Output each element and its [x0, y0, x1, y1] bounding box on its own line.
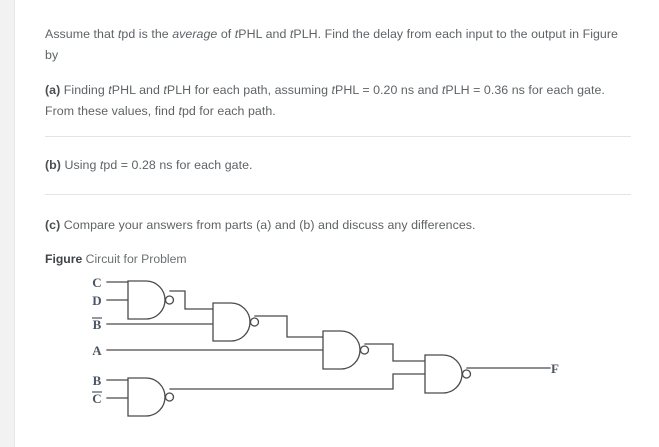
gate-nand-5 — [127, 377, 166, 417]
gate-nand-1 — [127, 280, 166, 320]
gate-nand-5-bubble — [164, 392, 175, 402]
part-b-label: (b) — [45, 158, 61, 172]
content-card: Assume that tpd is the average of tPHL a… — [14, 0, 659, 447]
gate-nand-1-bubble — [164, 295, 175, 305]
intro-paragraph: Assume that tpd is the average of tPHL a… — [45, 24, 631, 66]
input-label-b-bar-2: B — [93, 317, 102, 332]
part-c-label: (c) — [45, 218, 61, 232]
divider-1 — [45, 136, 631, 137]
gate-nand-2-bubble — [249, 317, 260, 327]
gate-nand-2 — [212, 302, 251, 342]
part-c-paragraph: (c) Compare your answers from parts (a) … — [45, 215, 631, 236]
circuit-gates — [127, 280, 472, 417]
part-c-text: Compare your answers from parts (a) and … — [60, 218, 476, 232]
input-label-b-4: B — [93, 373, 102, 388]
part-b-paragraph: (b) Using tpd = 0.28 ns for each gate. — [45, 155, 631, 176]
part-a-paragraph: (a) Finding tPHL and tPLH for each path,… — [45, 80, 631, 122]
gate-nand-3 — [322, 330, 361, 370]
wire-g3-to-g4 — [364, 343, 426, 362]
gate-nand-4 — [424, 354, 463, 394]
figure-caption-rest: Circuit for Problem — [82, 252, 187, 266]
output-label-f: F — [551, 361, 559, 376]
figure-caption-bold: Figure — [45, 252, 83, 266]
wire-g1-to-g2 — [169, 290, 214, 310]
input-label-c-0: C — [92, 275, 101, 290]
figure-caption: Figure Circuit for Problem — [45, 250, 631, 268]
problem-content: Assume that tpd is the average of tPHL a… — [45, 24, 631, 422]
input-label-d-1: D — [92, 293, 101, 308]
input-label-a-3: A — [92, 343, 102, 358]
wire-g2-to-g3 — [254, 315, 324, 338]
input-label-c-bar-5: C — [92, 391, 101, 406]
wire-g5-to-g4 — [169, 373, 426, 390]
gate-nand-3-bubble — [359, 345, 370, 355]
part-a-label: (a) — [45, 83, 61, 97]
intro-text: Assume that tpd is the average of tPHL a… — [45, 27, 618, 62]
divider-2 — [45, 194, 631, 195]
gate-nand-4-bubble — [461, 369, 472, 379]
part-b-text: Using tpd = 0.28 ns for each gate. — [60, 158, 253, 172]
part-a-text: Finding tPHL and tPLH for each path, ass… — [45, 83, 605, 118]
circuit-wires — [106, 281, 551, 399]
